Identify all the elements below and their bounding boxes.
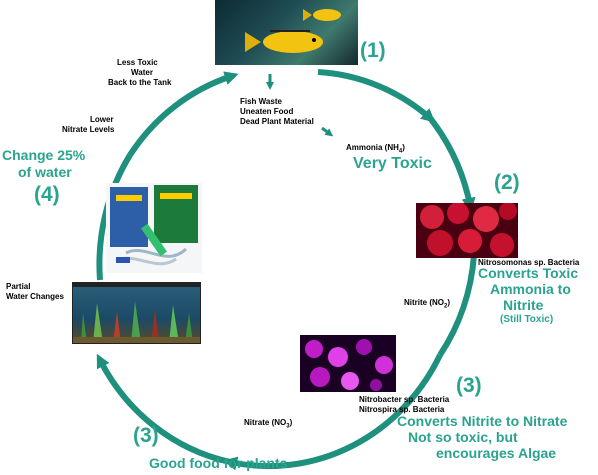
step4-number: (4) [34, 183, 60, 206]
step2-note-line-1: Converts Toxic [478, 265, 579, 281]
partial-change-line-1: Partial [6, 282, 31, 291]
cycle-arc-top-left [127, 71, 239, 157]
ammonia-toxicity-note: Very Toxic [353, 155, 432, 172]
less-toxic-line-2: Water [131, 68, 153, 77]
cycle-arc-to-bacteria-red [427, 116, 476, 212]
fish-photo [215, 0, 358, 65]
planted-aquarium-photo-icon [73, 283, 200, 343]
nitrobacter-bacteria-photo-icon [305, 339, 393, 391]
nitrite-label: Nitrite (NO2) [404, 298, 451, 310]
nitrosomonas-label: Nitrosomonas sp. Bacteria [478, 258, 580, 267]
nitrobacter-label: Nitrobacter sp. Bacteria [359, 395, 450, 404]
gravel-vacuum-kit-photo [106, 183, 202, 273]
waste-source-line-2: Uneaten Food [240, 107, 294, 116]
plant-food-note: Good food for plants [149, 455, 288, 471]
fish-icon [245, 9, 341, 53]
nitrospira-label: Nitrospira sp. Bacteria [359, 405, 445, 414]
cycle-arc-back-to-tank [96, 153, 133, 281]
waste-source-line-3: Dead Plant Material [240, 117, 314, 126]
step1-number: (1) [360, 39, 386, 62]
step3-nitrate-number: (3) [133, 424, 159, 447]
nitrobacter-bacteria-photo [300, 335, 396, 392]
cycle-arc-nitrite [437, 254, 477, 357]
waste-source-line-1: Fish Waste [240, 97, 282, 106]
less-toxic-line-1: Less Toxic [117, 58, 158, 67]
cycle-arc-ammonia [317, 69, 436, 123]
step3-note-line-1: Converts Nitrite to Nitrate [397, 413, 568, 429]
nitrosomonas-bacteria-photo-icon [420, 203, 517, 257]
cycle-arc-to-water-change [96, 353, 231, 465]
less-toxic-line-3: Back to the Tank [108, 78, 172, 87]
lower-nitrate-line-2: Nitrate Levels [62, 125, 115, 134]
step2-number: (2) [494, 171, 520, 194]
cycle-arc-to-nitrate [223, 353, 443, 471]
planted-aquarium-photo [72, 282, 201, 344]
step2-note-line-2: Ammonia to [490, 281, 571, 297]
nitrosomonas-bacteria-photo [416, 203, 518, 258]
still-toxic-note: (Still Toxic) [500, 314, 554, 325]
step3-note-line-3: encourages Algae [436, 445, 557, 461]
lower-nitrate-line-1: Lower [90, 115, 114, 124]
nitrate-label: Nitrate (NO3) [244, 418, 293, 430]
gravel-vacuum-kit-photo-icon [110, 185, 198, 266]
step4-note-line-2: of water [18, 164, 72, 180]
step2-note-line-3: Nitrite [503, 297, 544, 313]
ammonia-arrow [321, 126, 334, 137]
ammonia-label: Ammonia (NH4) [346, 143, 405, 155]
step4-note-line-1: Change 25% [2, 147, 86, 163]
partial-change-line-2: Water Changes [6, 292, 64, 301]
step3-bacteria-number: (3) [456, 374, 482, 397]
step3-note-line-2: Not so toxic, but [408, 429, 518, 445]
